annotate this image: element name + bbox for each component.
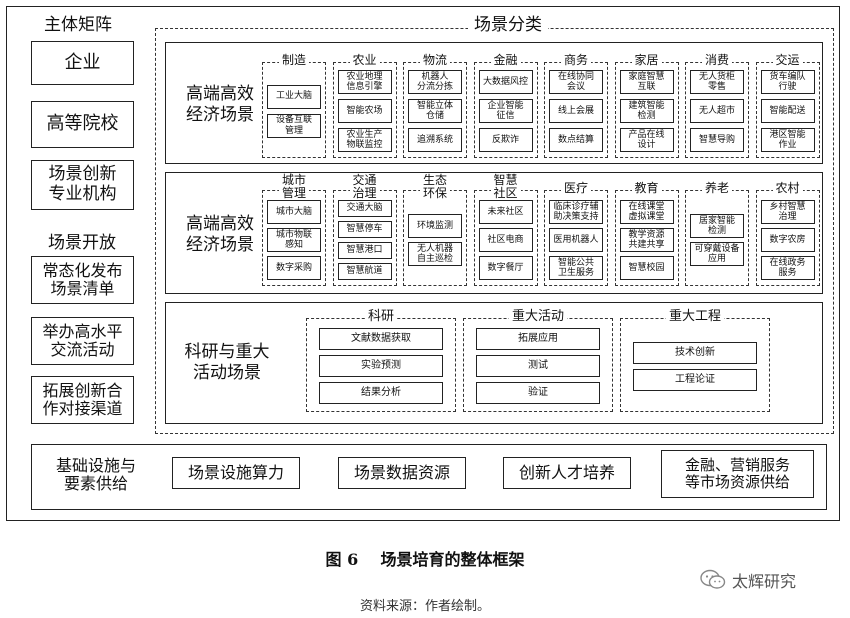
row2-group-label: 生态 环保 [419,174,451,200]
row3-group-label: 重大活动 [508,310,568,324]
row3-group-label: 重大工程 [665,310,725,324]
row1-scene-item: 设备互联 管理 [267,113,321,138]
row1-scene-item: 反欺诈 [478,128,533,152]
scene-classification-title: 场景分类 [468,16,548,35]
row2-title: 高端高效 经济场景 [186,213,254,255]
row1-scene-item: 港区智能 作业 [760,128,815,152]
row2-scene-item: 城市大脑 [267,200,321,224]
row1-scene-item: 数点结算 [549,128,603,152]
bottom-item-computing: 场景设施算力 [172,457,300,489]
row2-scene-item: 未来社区 [478,200,533,224]
row1-scene-item: 智能配送 [760,99,815,123]
row3-scene-item: 文献数据获取 [319,328,443,350]
row1-scene-item: 线上会展 [549,99,603,123]
row2-scene-item: 智慧校园 [619,256,674,280]
row2-scene-item: 居家智能 检测 [690,214,744,238]
row1-scene-item: 追溯系统 [408,128,462,152]
row2-scene-item: 智慧港口 [337,242,392,259]
left-item-innovation-institution: 场景创新 专业机构 [31,160,134,210]
row2-group-label: 养老 [701,182,733,195]
row2-group-label: 教育 [631,182,662,195]
left-item-cooperation-channel: 拓展创新合 作对接渠道 [31,376,134,424]
row2-scene-item: 智能公共 卫生服务 [549,256,603,280]
row2-scene-item: 数字餐厅 [478,256,533,280]
row2-group [685,190,749,286]
row2-scene-item: 社区电商 [478,228,533,252]
row1-scene-item: 工业大脑 [267,84,321,109]
row1-group-label: 商务 [560,54,592,67]
watermark: 太辉研究 [700,567,840,593]
row1-scene-item: 企业智能 征信 [478,99,533,123]
bottom-item-talent: 创新人才培养 [503,457,631,489]
row3-scene-item: 验证 [476,382,600,404]
watermark-text: 太辉研究 [732,572,797,591]
left-item-university: 高等院校 [31,101,134,148]
row2-scene-item: 数字采购 [267,256,321,280]
row1-scene-item: 建筑智能 检测 [619,99,674,123]
row2-scene-item: 环境监测 [408,214,462,238]
bottom-item-finance: 金融、营销服务 等市场资源供给 [661,450,814,498]
row1-group-label: 制造 [278,54,310,67]
row1-scene-item: 农业生产 物联监控 [337,128,392,152]
row1-group-label: 农业 [349,54,380,67]
row2-group-label: 城市 管理 [278,174,310,200]
row1-group-label: 消费 [701,54,733,67]
figure-caption: 图 6 场景培育的整体框架 [325,550,525,569]
row3-group [620,318,770,412]
row1-title: 高端高效 经济场景 [186,83,254,125]
row2-scene-item: 医用机器人 [549,228,603,252]
row2-group-label: 智慧 社区 [490,174,521,200]
row1-scene-item: 智慧导购 [690,128,744,152]
wechat-icon [700,569,726,591]
source-note: 资料来源：作者绘制。 [359,598,490,614]
row2-group-label: 交通 治理 [349,174,380,200]
row3-scene-item: 工程论证 [633,368,757,391]
subject-matrix-header: 主体矩阵 [44,14,112,35]
row3-scene-item: 拓展应用 [476,328,600,350]
row1-scene-item: 无人货柜 零售 [690,70,744,94]
row2-scene-item: 无人机器 自主巡检 [408,242,462,266]
left-item-release-list: 常态化发布 场景清单 [31,256,134,304]
row2-scene-item: 智慧航道 [337,263,392,280]
row2-scene-item: 临床诊疗辅 助决策支持 [549,200,603,224]
left-item-enterprise: 企业 [31,41,134,85]
row1-scene-item: 无人超市 [690,99,744,123]
row2-scene-item: 数字农房 [760,228,815,252]
row2-scene-item: 教学资源 共建共享 [619,228,674,252]
left-item-exchange-activity: 举办高水平 交流活动 [31,317,134,365]
row1-scene-item: 在线协同 会议 [549,70,603,94]
row1-scene-item: 产品在线 设计 [619,128,674,152]
row1-scene-item: 机器人 分流分拣 [408,70,462,94]
row1-group-label: 家居 [631,54,662,67]
row1-group [262,62,326,158]
row3-scene-item: 测试 [476,355,600,377]
row1-scene-item: 智能农场 [337,99,392,123]
row1-scene-item: 货车编队 行驶 [760,70,815,94]
row1-group-label: 交运 [772,54,803,67]
row3-group-label: 科研 [364,310,398,324]
row1-scene-item: 大数据风控 [478,70,533,94]
infrastructure-title: 基础设施与 要素供给 [55,455,136,493]
row3-scene-item: 结果分析 [319,382,443,404]
row1-group-label: 金融 [490,54,521,67]
row2-scene-item: 在线政务 服务 [760,256,815,280]
row2-scene-item: 在线课堂 虚拟课堂 [619,200,674,224]
row3-scene-item: 技术创新 [633,341,757,364]
row2-scene-item: 交通大脑 [337,200,392,217]
row1-scene-item: 智能立体 仓储 [408,99,462,123]
row2-group-label: 农村 [772,182,803,195]
row1-group-label: 物流 [419,54,451,67]
row2-scene-item: 城市物联 感知 [267,228,321,252]
row2-group [403,190,467,286]
row2-scene-item: 可穿戴设备 应用 [690,242,744,266]
row1-scene-item: 家庭智慧 互联 [619,70,674,94]
row2-group-label: 医疗 [560,182,592,195]
row3-title: 科研与重大 活动场景 [184,341,270,383]
scene-open-header: 场景开放 [48,232,116,253]
row2-scene-item: 乡村智慧 治理 [760,200,815,224]
row3-scene-item: 实验预测 [319,355,443,377]
row2-scene-item: 智慧停车 [337,221,392,238]
row1-scene-item: 农业地理 信息引擎 [337,70,392,94]
bottom-item-data: 场景数据资源 [338,457,466,489]
